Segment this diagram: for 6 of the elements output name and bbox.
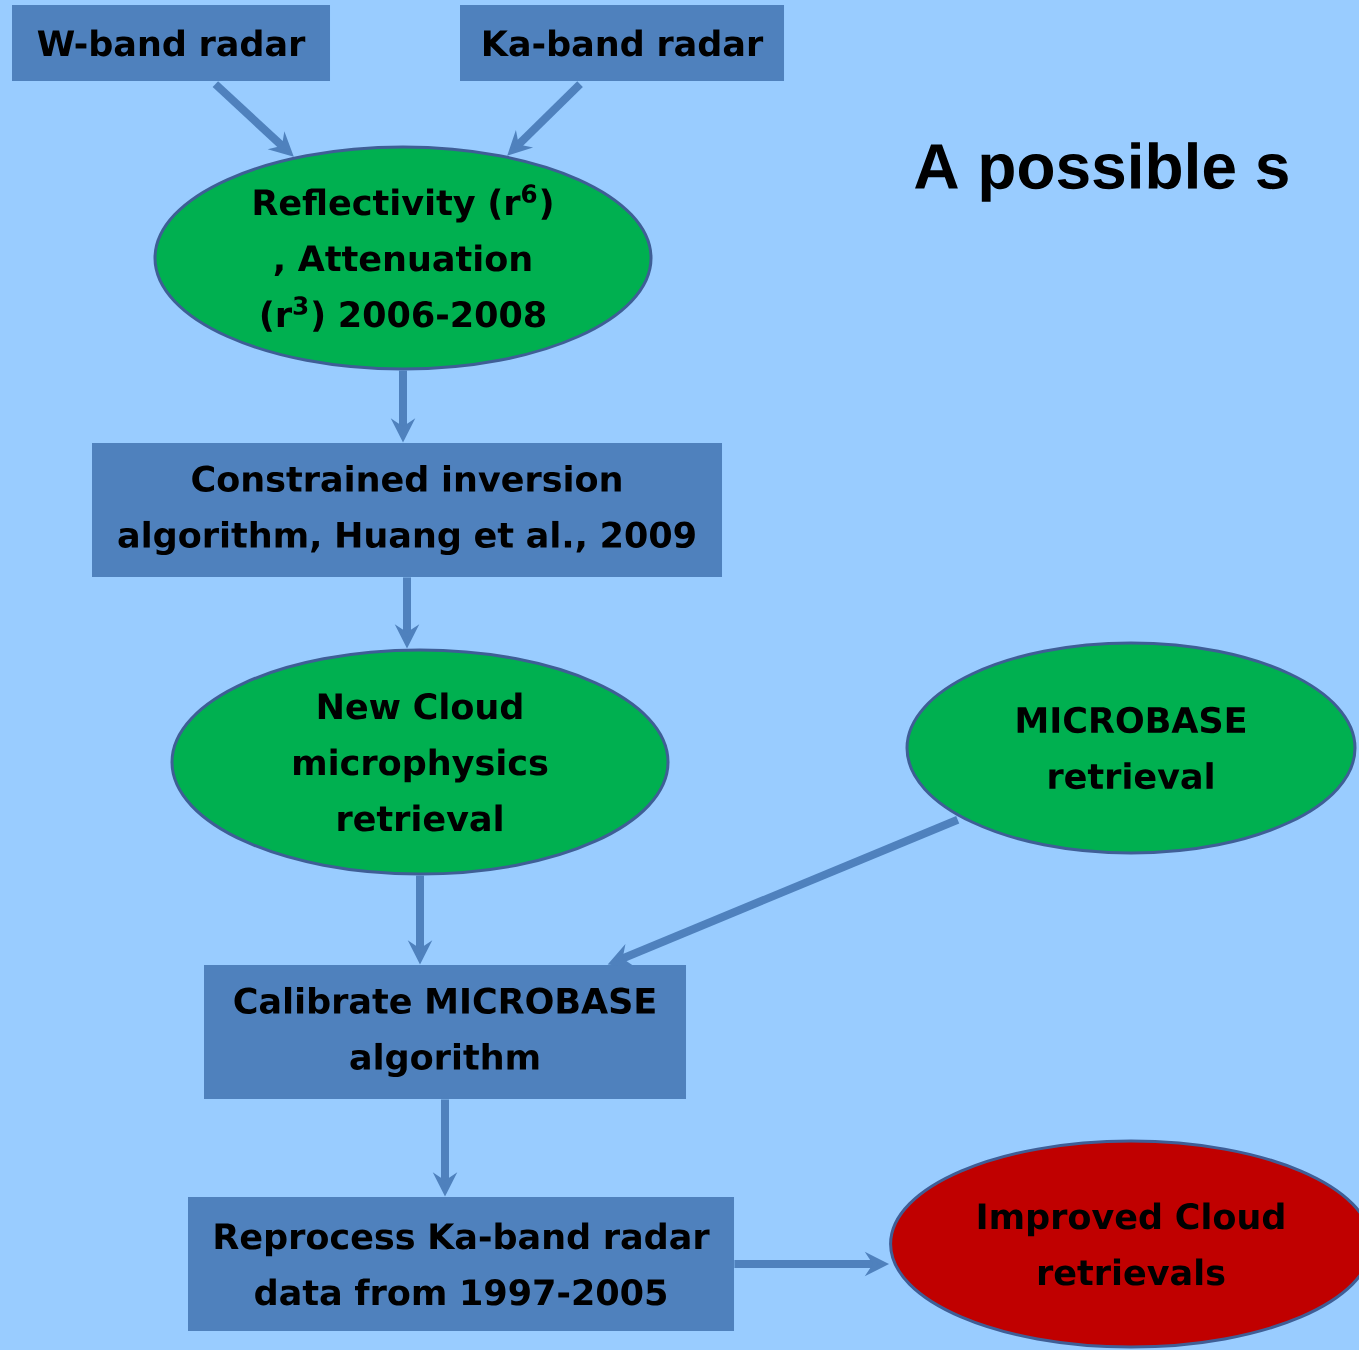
process-box: Ka-band radar — [460, 5, 784, 81]
process-box: Reprocess Ka-band radar data from 1997-2005 — [188, 1197, 734, 1331]
process-box: W-band radar — [12, 5, 330, 81]
process-box: Constrained inversion algorithm, Huang et al., 2009 — [92, 443, 722, 577]
slide-title: A possible s — [915, 142, 1288, 202]
process-box: Calibrate MICROBASE algorithm — [204, 965, 686, 1099]
